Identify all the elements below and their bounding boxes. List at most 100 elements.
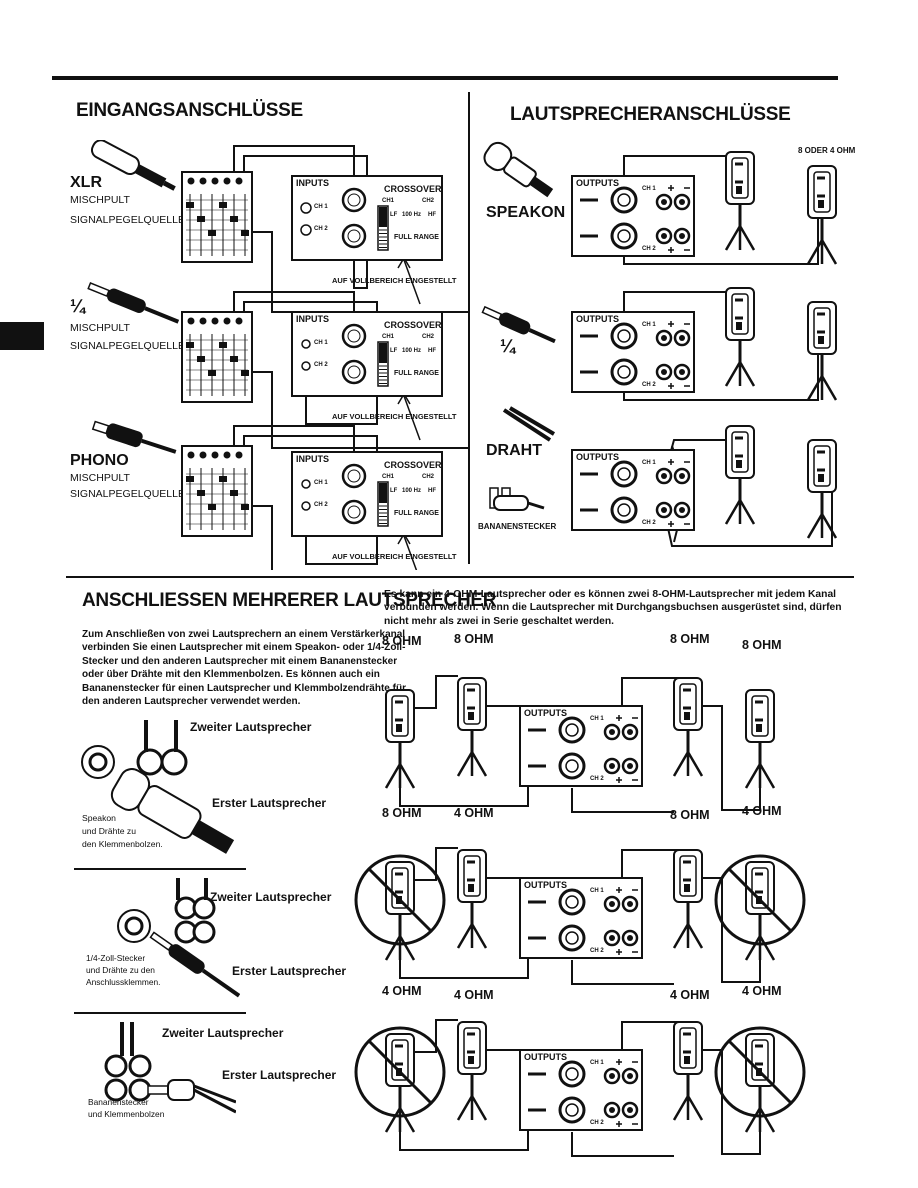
setting-arrow [403,259,421,305]
polarity-signs [616,949,638,955]
jack-icon [301,361,311,371]
amp-input-panel [291,311,443,397]
ohm-rating-label: 4 OHM [742,804,782,818]
binding-post-center [679,369,685,375]
second-speaker-label-2: Zweiter Lautsprecher [210,890,332,904]
speakon-socket-inner [617,329,631,343]
paragraph-line: oder über Drähte mit den Klemmenbolzen. … [82,669,380,681]
ohm-rating-label: 4 OHM [670,988,710,1002]
mixer-fader [197,356,205,362]
speaker-tripod [806,239,838,265]
binding-post-center [679,335,685,341]
caption-line: 1/4-Zoll-Stecker [86,953,146,963]
speaker-cable [702,1049,761,1155]
illustration-divider-2 [74,1012,246,1014]
speaker-cable [571,788,674,813]
crossover-lf-label: LF [390,348,398,354]
ohm-rating-label: 8 OHM [670,632,710,646]
speakon-socket-inner [565,895,579,909]
speaker-driver [683,1032,691,1054]
setting-arrow [403,535,418,570]
ch1-jack-label: CH 1 [314,340,328,346]
plug-icon [528,728,546,768]
ch2-jack-label: CH 2 [314,502,328,508]
outputs-label: OUTPUTS [576,452,620,462]
crossover-label: CROSSOVER [384,460,442,470]
multi-intro-line: verbunden werden. Wenn die Lautsprecher … [384,602,842,614]
plug-icon [580,198,598,238]
binding-post-center [661,199,667,205]
crossover-lf-label: LF [390,488,398,494]
signal-cable [233,145,355,188]
output-ch1-label: CH 1 [590,888,604,894]
ch1-jack-label: CH 1 [314,204,328,210]
speakon-socket-inner [565,723,579,737]
crossover-label: CROSSOVER [384,320,442,330]
mixer-knob [187,317,195,325]
output-diagram-2 [571,287,838,401]
mixer-knob [235,451,243,459]
binding-post-center [661,233,667,239]
binding-post-center [627,935,633,941]
ch2-jack-label: CH 2 [314,226,328,232]
input-diagram-1 [181,145,470,313]
caption-speakon: Speakon und Drähte zu den Klemmenbolzen. [82,812,163,851]
polarity-signs [668,521,690,527]
vertical-divider [468,92,470,564]
speaker-quarter-label: ¼ [500,336,516,356]
mixer-fader [230,490,238,496]
polarity-signs [616,777,638,783]
amp-input-panel [291,175,443,261]
mixer-knob [211,177,219,185]
speaker-driver-block [684,884,690,892]
multi-diagram-3 [354,1019,806,1157]
quarter-source-label: SIGNALPEGELQUELLE [70,340,185,352]
ohm-rating-label: 8 OHM [670,808,710,822]
speakon-socket-inner [617,467,631,481]
speaker-cable [571,960,674,985]
speakon-socket-inner [565,931,579,945]
mixer-knob [199,317,207,325]
speaker-tripod [384,935,416,961]
caption-banana: Bananenstecker und Klemmenbolzen [88,1096,164,1120]
prohibited-icon [354,1026,446,1118]
crossover-hf-label: HF [428,212,436,218]
section-tab [0,322,44,350]
speaker-driver [683,688,691,710]
mixer-icon [181,445,253,537]
ohm-rating-label: 8 OHM [454,632,494,646]
multi-intro-line: nicht mehr als zwei in Serie geschaltet … [384,615,615,627]
speaker-quarter-plug-icon [481,305,556,344]
crossover-ch1-label: CH1 [382,198,395,204]
binding-post-center [627,763,633,769]
multi-intro: Es kann ein 4-OHM-Lautsprecher oder es k… [384,588,842,628]
binding-post-center [609,763,615,769]
signal-cable [252,371,470,449]
speaker-driver [735,162,743,184]
xlr-socket-inner [347,505,361,519]
mixer-fader [186,476,194,482]
mixer-knob [187,451,195,459]
speaker-driver [755,872,763,894]
speaker-driver [735,298,743,320]
prohibited-icon [354,854,446,946]
quarter-inch-label: ¼ [70,296,86,316]
output-ch1-label: CH 1 [590,1060,604,1066]
outputs-label: OUTPUTS [524,880,568,890]
xlr-socket-inner [347,229,361,243]
full-range-note: AUF VOLLBEREICH EINGESTELLT [332,412,457,421]
crossover-switch [377,341,389,387]
speaker-cable [414,675,458,709]
jack-icon [301,479,311,489]
ch2-jack-label: CH 2 [314,362,328,368]
speaker-tripod [744,763,776,789]
first-speaker-label-1: Erster Lautsprecher [212,796,327,810]
speaker-driver-block [468,712,474,720]
polarity-signs [668,185,690,191]
crossover-label: CROSSOVER [384,184,442,194]
quarter-mixer-label: MISCHPULT [70,322,130,334]
ohm-rating-label: 8 OHM [382,806,422,820]
input-connection-diagrams [181,145,470,570]
jack-icon [301,339,311,349]
input-diagram-3 [181,425,443,570]
